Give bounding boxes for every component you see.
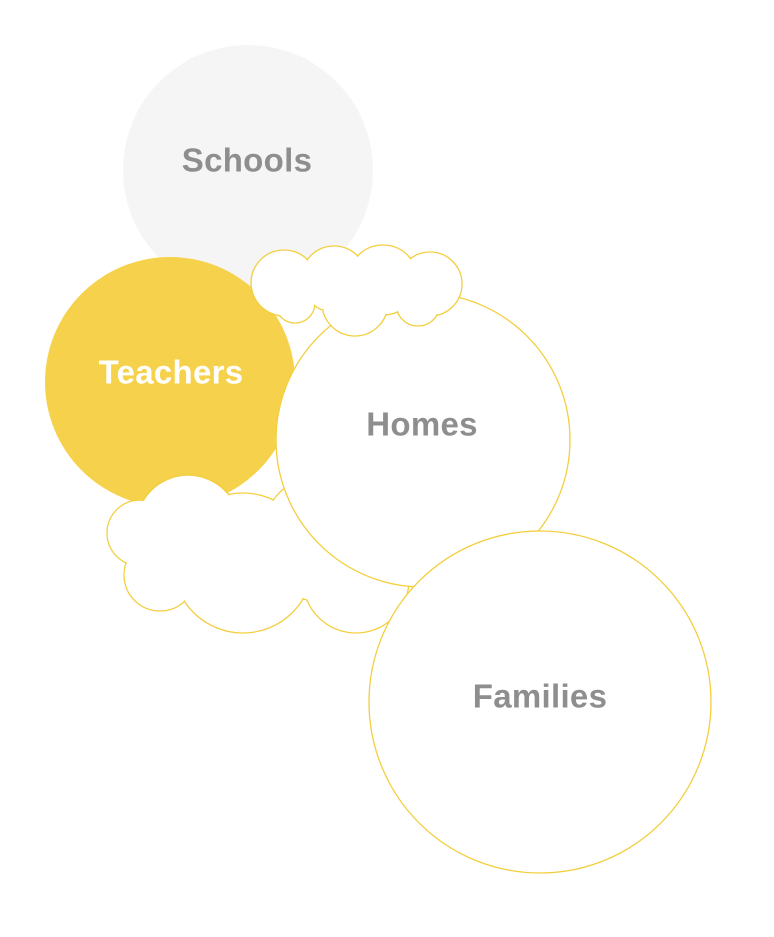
schools-circle — [123, 45, 373, 295]
teachers-label: Teachers — [98, 353, 244, 391]
families-label: Families — [472, 677, 608, 715]
cloud-small-icon — [250, 244, 463, 337]
families-circle — [368, 530, 712, 874]
teachers-circle — [45, 257, 295, 507]
homes-label: Homes — [366, 405, 478, 443]
schools-label: Schools — [181, 141, 313, 179]
